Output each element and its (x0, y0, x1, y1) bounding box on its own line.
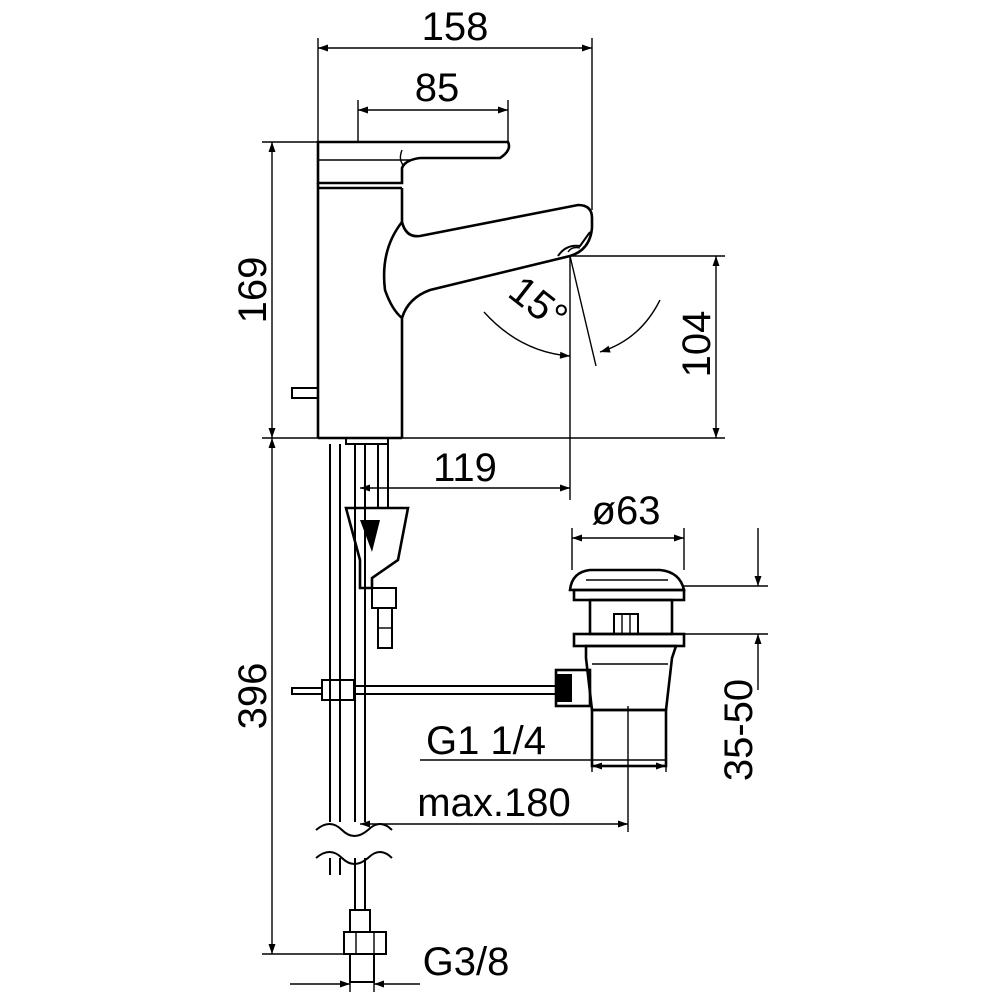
dim-overall-height: 169 (231, 257, 275, 324)
dim-lever-depth: 85 (415, 66, 460, 110)
dim-waste-thread: G1 1/4 (426, 719, 546, 763)
supply-assembly (291, 437, 556, 983)
faucet-body (291, 140, 594, 440)
waste-valve (554, 568, 686, 768)
dimension-lines (262, 38, 768, 992)
dim-spout-height: 104 (675, 311, 719, 378)
dim-angle: 15° (501, 268, 576, 340)
dim-supply-thread: G3/8 (423, 940, 510, 984)
dim-waste-height: 35-50 (717, 679, 761, 781)
dim-waste-diameter: ø63 (592, 489, 661, 533)
dim-spout-reach: 119 (433, 446, 497, 490)
dim-overall-depth: 158 (422, 5, 489, 49)
dim-supply-height: 396 (231, 663, 275, 730)
dim-max-distance: max.180 (417, 781, 570, 825)
